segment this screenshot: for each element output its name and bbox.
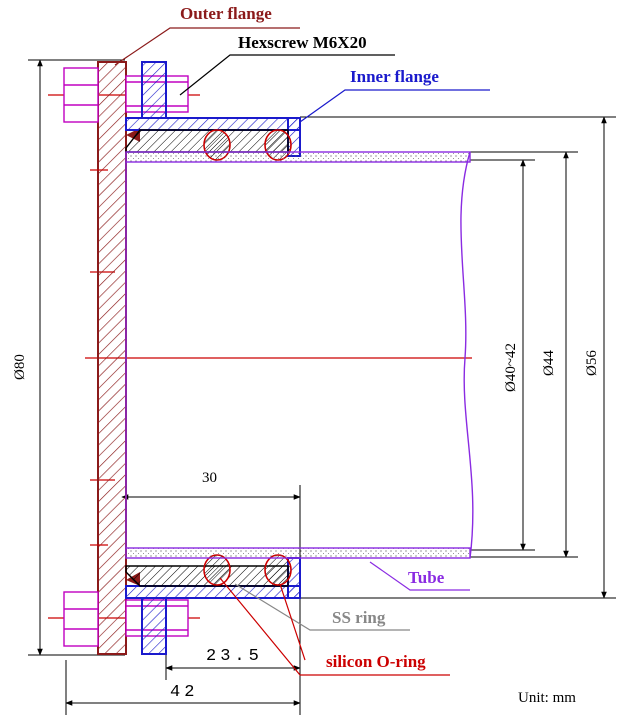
flange-tick-marks <box>90 169 108 546</box>
label-outer-flange: Outer flange <box>180 4 272 23</box>
inner-flange-bottom <box>125 557 301 655</box>
label-tube: Tube <box>408 568 445 587</box>
label-ss-ring: SS ring <box>332 608 386 627</box>
label-hexscrew: Hexscrew M6X20 <box>238 33 367 52</box>
dim-42: 42 <box>170 683 198 702</box>
dim-d80: Ø80 <box>12 354 28 380</box>
dim-d56: Ø56 <box>584 350 600 376</box>
label-unit: Unit: mm <box>518 690 576 706</box>
tube <box>125 151 474 559</box>
label-inner-flange: Inner flange <box>350 67 439 86</box>
dim-30: 30 <box>202 470 217 486</box>
label-silicon-oring: silicon O-ring <box>326 652 426 671</box>
outer-flange <box>97 61 140 655</box>
dimension-lines <box>28 59 616 715</box>
dim-23-5: 23.5 <box>206 647 263 666</box>
dim-d40-42: Ø40~42 <box>503 343 519 392</box>
dim-d44: Ø44 <box>541 350 557 376</box>
leader-lines <box>114 27 490 676</box>
inner-flange-top <box>125 61 301 157</box>
